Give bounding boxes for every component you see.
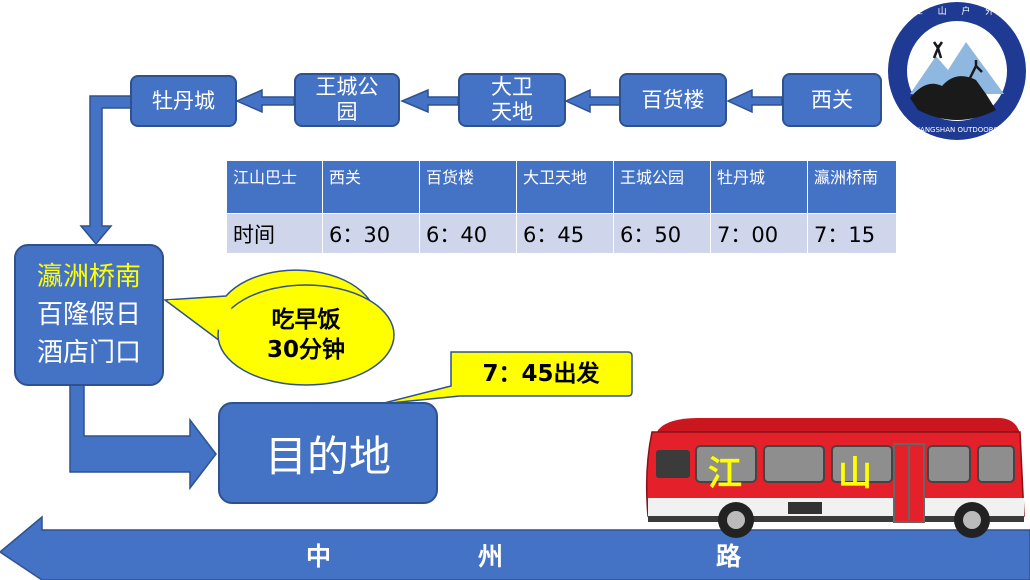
header-cell: 大卫天地 bbox=[516, 160, 614, 214]
mountain-climber-logo-icon bbox=[888, 2, 1026, 140]
header-cell: 牡丹城 bbox=[710, 160, 808, 214]
arrow-baihuolou-to-daweitiandi bbox=[564, 88, 621, 114]
bus-char: 江 bbox=[708, 454, 742, 494]
schedule-header-row: 江山巴士 西关 百货楼 大卫天地 王城公园 牡丹城 瀛洲桥南 bbox=[226, 160, 897, 214]
meeting-point-highlight: 瀛洲桥南 bbox=[36, 262, 141, 292]
arrow-mudan-to-meeting bbox=[79, 95, 133, 246]
destination-box: 目的地 bbox=[218, 402, 438, 504]
departure-bubble bbox=[379, 351, 633, 405]
schedule-time-row: 时间 6：30 6：40 6：45 6：50 7：00 7：15 bbox=[226, 213, 897, 254]
arrow-daweitiandi-to-wangcheng bbox=[400, 88, 459, 114]
bus-char: 山 bbox=[838, 454, 872, 494]
road-char: 州 bbox=[478, 542, 504, 571]
stop-xiguan: 西关 bbox=[782, 73, 882, 127]
header-cell: 王城公园 bbox=[613, 160, 711, 214]
logo-bottom-text: JIANGSHAN OUTDOORS bbox=[915, 126, 999, 134]
zhongzhou-road bbox=[0, 515, 1030, 580]
bus-illustration bbox=[645, 418, 1025, 538]
time-cell: 6：30 bbox=[322, 213, 420, 254]
stop-label: 西关 bbox=[811, 87, 853, 112]
stop-daweitiandi: 大卫天地 bbox=[458, 73, 566, 127]
stop-label: 大卫天地 bbox=[491, 75, 533, 124]
breakfast-line2: 30分钟 bbox=[266, 337, 345, 363]
meeting-point-line3: 酒店门口 bbox=[36, 338, 141, 368]
stop-mudancheng: 牡丹城 bbox=[130, 75, 237, 127]
time-cell: 6：50 bbox=[613, 213, 711, 254]
time-cell: 7：00 bbox=[710, 213, 808, 254]
arrow-wangcheng-to-mudan bbox=[235, 88, 295, 114]
arrow-xiguan-to-baihuolou bbox=[726, 88, 783, 114]
time-cell: 6：45 bbox=[516, 213, 614, 254]
logo-top-text: 江 山 户 外 bbox=[913, 7, 1001, 17]
breakfast-line1: 吃早饭 bbox=[271, 307, 341, 333]
road-char: 中 bbox=[306, 542, 332, 571]
meeting-point-box bbox=[14, 244, 164, 386]
time-cell: 7：15 bbox=[807, 213, 897, 254]
breakfast-text: 吃早饭 30分钟 bbox=[236, 305, 376, 365]
header-cell: 百货楼 bbox=[419, 160, 517, 214]
header-cell: 瀛洲桥南 bbox=[807, 160, 897, 214]
departure-text: 7：45出发 bbox=[482, 361, 600, 387]
arrow-meeting-to-destination bbox=[69, 383, 217, 491]
stop-label: 百货楼 bbox=[641, 87, 705, 112]
stop-baihuolou: 百货楼 bbox=[619, 73, 727, 127]
header-cell: 江山巴士 bbox=[226, 160, 323, 214]
stop-label: 牡丹城 bbox=[152, 88, 215, 113]
time-cell: 时间 bbox=[226, 213, 323, 254]
header-cell: 西关 bbox=[322, 160, 420, 214]
stop-wangchenggongyuan: 王城公园 bbox=[294, 73, 400, 127]
meeting-point-line2: 百隆假日 bbox=[36, 300, 141, 330]
stop-label: 王城公园 bbox=[315, 75, 379, 124]
road-char: 路 bbox=[716, 542, 742, 571]
meeting-point-text: 瀛洲桥南 百隆假日 酒店门口 bbox=[14, 258, 164, 372]
schedule-table: 江山巴士 西关 百货楼 大卫天地 王城公园 牡丹城 瀛洲桥南 时间 6：30 6… bbox=[226, 160, 897, 254]
destination-label: 目的地 bbox=[264, 431, 391, 481]
time-cell: 6：40 bbox=[419, 213, 517, 254]
